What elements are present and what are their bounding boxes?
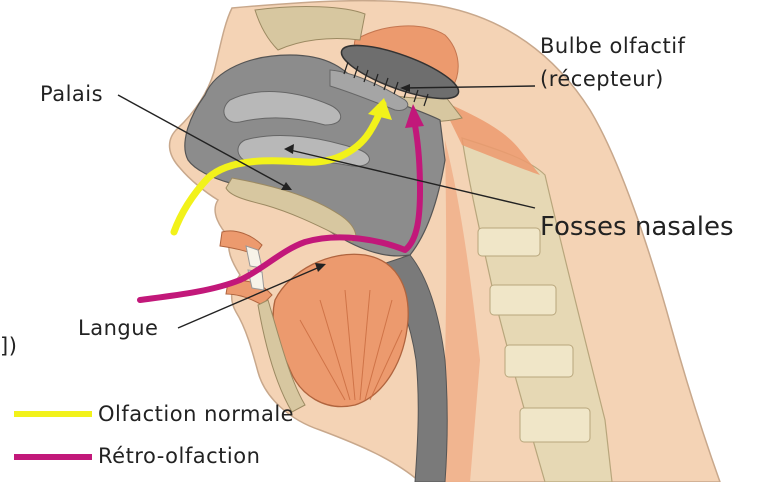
bulbe-label-line2: (récepteur)	[540, 69, 664, 90]
vertebra	[505, 345, 573, 377]
vertebra	[478, 228, 540, 256]
legend-swatches	[14, 414, 92, 457]
legend-normal-label: Olfaction normale	[98, 404, 294, 425]
langue-label: Langue	[78, 318, 158, 339]
fosses-label: Fosses nasales	[540, 214, 734, 240]
vertebra	[520, 408, 590, 442]
bulbe-label-line1: Bulbe olfactif	[540, 36, 685, 57]
vertebra	[490, 285, 556, 315]
palais-label: Palais	[40, 84, 103, 105]
legend-retro-label: Rétro-olfaction	[98, 446, 260, 467]
edge-fragment-text: ])	[0, 336, 17, 357]
